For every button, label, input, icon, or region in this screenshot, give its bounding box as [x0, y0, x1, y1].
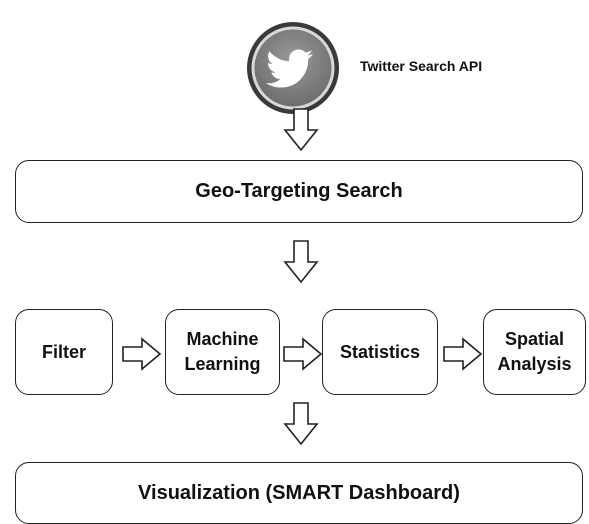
visualization-box: Visualization (SMART Dashboard) — [15, 462, 583, 524]
down-arrow-icon — [283, 108, 319, 152]
down-arrow-icon — [283, 240, 319, 284]
right-arrow-icon — [443, 337, 483, 371]
spatial-analysis-box: Spatial Analysis — [483, 309, 586, 395]
filter-box: Filter — [15, 309, 113, 395]
right-arrow-icon — [283, 337, 323, 371]
machine-learning-box: Machine Learning — [165, 309, 280, 395]
twitter-bird-icon — [247, 22, 339, 114]
down-arrow-icon — [283, 402, 319, 446]
right-arrow-icon — [122, 337, 162, 371]
statistics-box: Statistics — [322, 309, 438, 395]
geo-targeting-search-box: Geo-Targeting Search — [15, 160, 583, 223]
twitter-api-label: Twitter Search API — [360, 58, 483, 74]
